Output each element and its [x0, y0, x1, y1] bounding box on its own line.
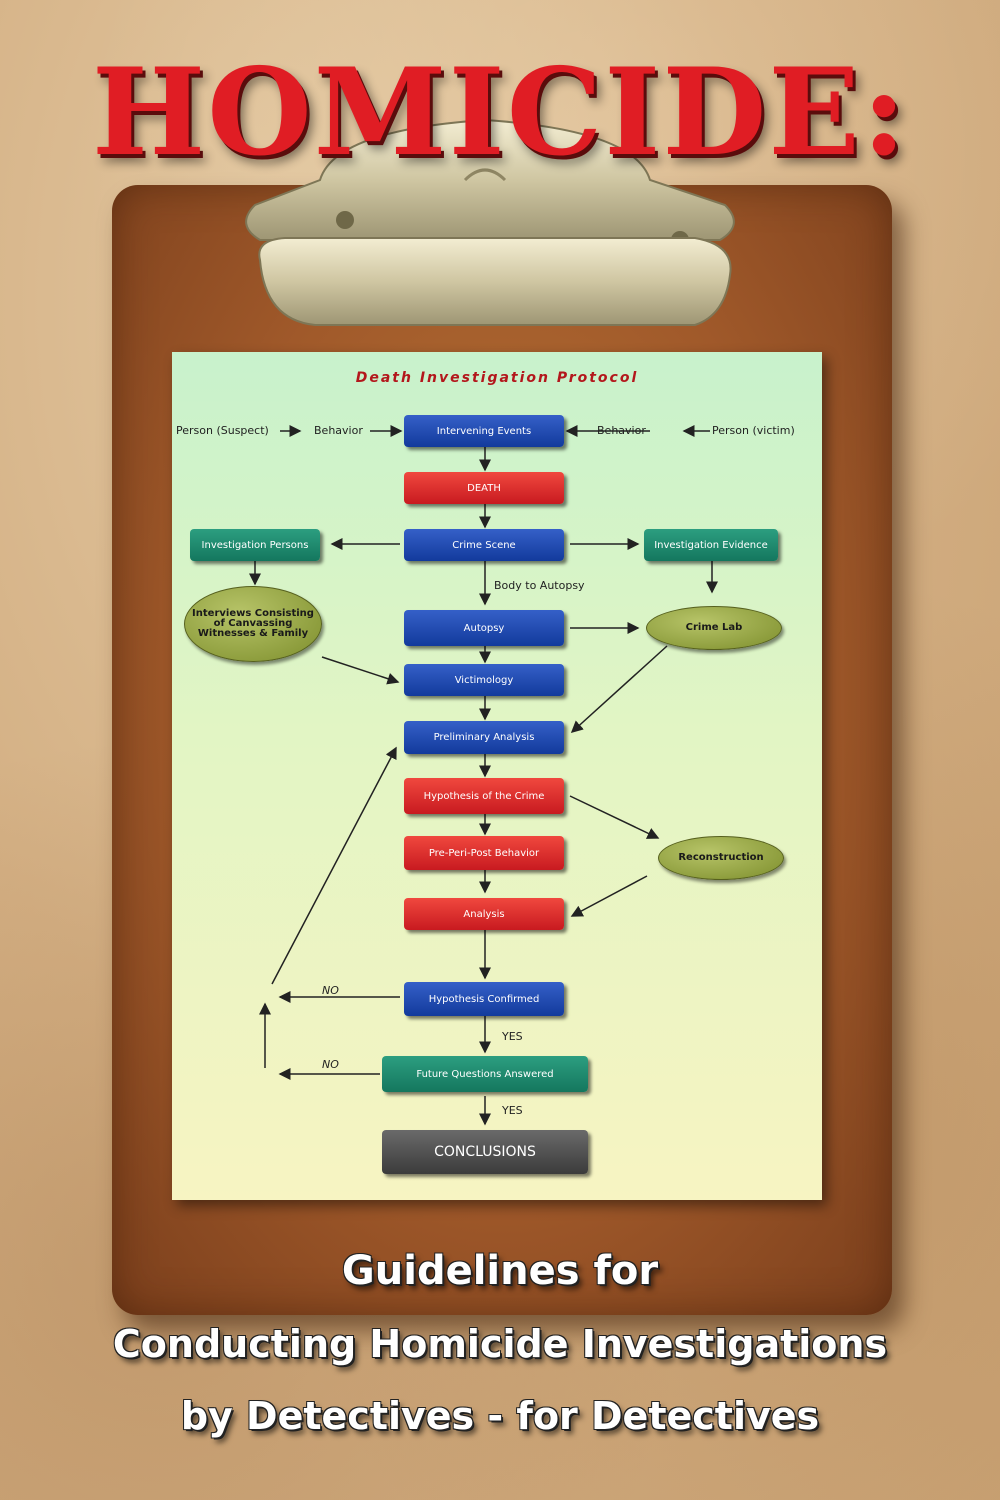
oval-crime-lab: Crime Lab	[646, 606, 782, 650]
label-behavior-left: Behavior	[314, 424, 363, 437]
box-intervening-events: Intervening Events	[404, 415, 564, 447]
box-investigation-persons: Investigation Persons	[190, 529, 320, 561]
label-no-1: NO	[322, 984, 339, 997]
box-future-questions-answered: Future Questions Answered	[382, 1056, 588, 1092]
box-hypothesis-confirmed: Hypothesis Confirmed	[404, 982, 564, 1016]
label-person-suspect: Person (Suspect)	[176, 424, 269, 437]
box-crime-scene: Crime Scene	[404, 529, 564, 561]
label-body-to-autopsy: Body to Autopsy	[494, 579, 585, 592]
box-pre-peri-post-behavior: Pre-Peri-Post Behavior	[404, 836, 564, 870]
flowchart-title: Death Investigation Protocol	[355, 370, 639, 386]
box-victimology: Victimology	[404, 664, 564, 696]
label-no-2: NO	[322, 1058, 339, 1071]
box-preliminary-analysis: Preliminary Analysis	[404, 721, 564, 754]
box-autopsy: Autopsy	[404, 610, 564, 646]
flowchart-sheet: Death Investigation Protocol	[172, 352, 822, 1200]
label-person-victim: Person (victim)	[712, 424, 795, 437]
box-conclusions: CONCLUSIONS	[382, 1130, 588, 1174]
subtitle-line-3: by Detectives - for Detectives	[180, 1394, 820, 1438]
flowchart-connectors	[249, 425, 718, 1126]
box-investigation-evidence: Investigation Evidence	[644, 529, 778, 561]
subtitle-line-1: Guidelines for	[341, 1248, 659, 1294]
label-yes-1: YES	[502, 1030, 523, 1043]
box-death: DEATH	[404, 472, 564, 504]
label-yes-2: YES	[502, 1104, 523, 1117]
label-behavior-right: Behavior	[597, 424, 646, 437]
cover-title: HOMICIDE:	[91, 42, 909, 183]
subtitle-line-2: Conducting Homicide Investigations	[112, 1322, 888, 1366]
oval-interviews: Interviews Consisting of Canvassing Witn…	[184, 586, 322, 662]
box-analysis: Analysis	[404, 898, 564, 930]
clipboard-clip-icon	[245, 118, 735, 326]
oval-reconstruction: Reconstruction	[658, 836, 784, 880]
box-hypothesis-of-the-crime: Hypothesis of the Crime	[404, 778, 564, 814]
